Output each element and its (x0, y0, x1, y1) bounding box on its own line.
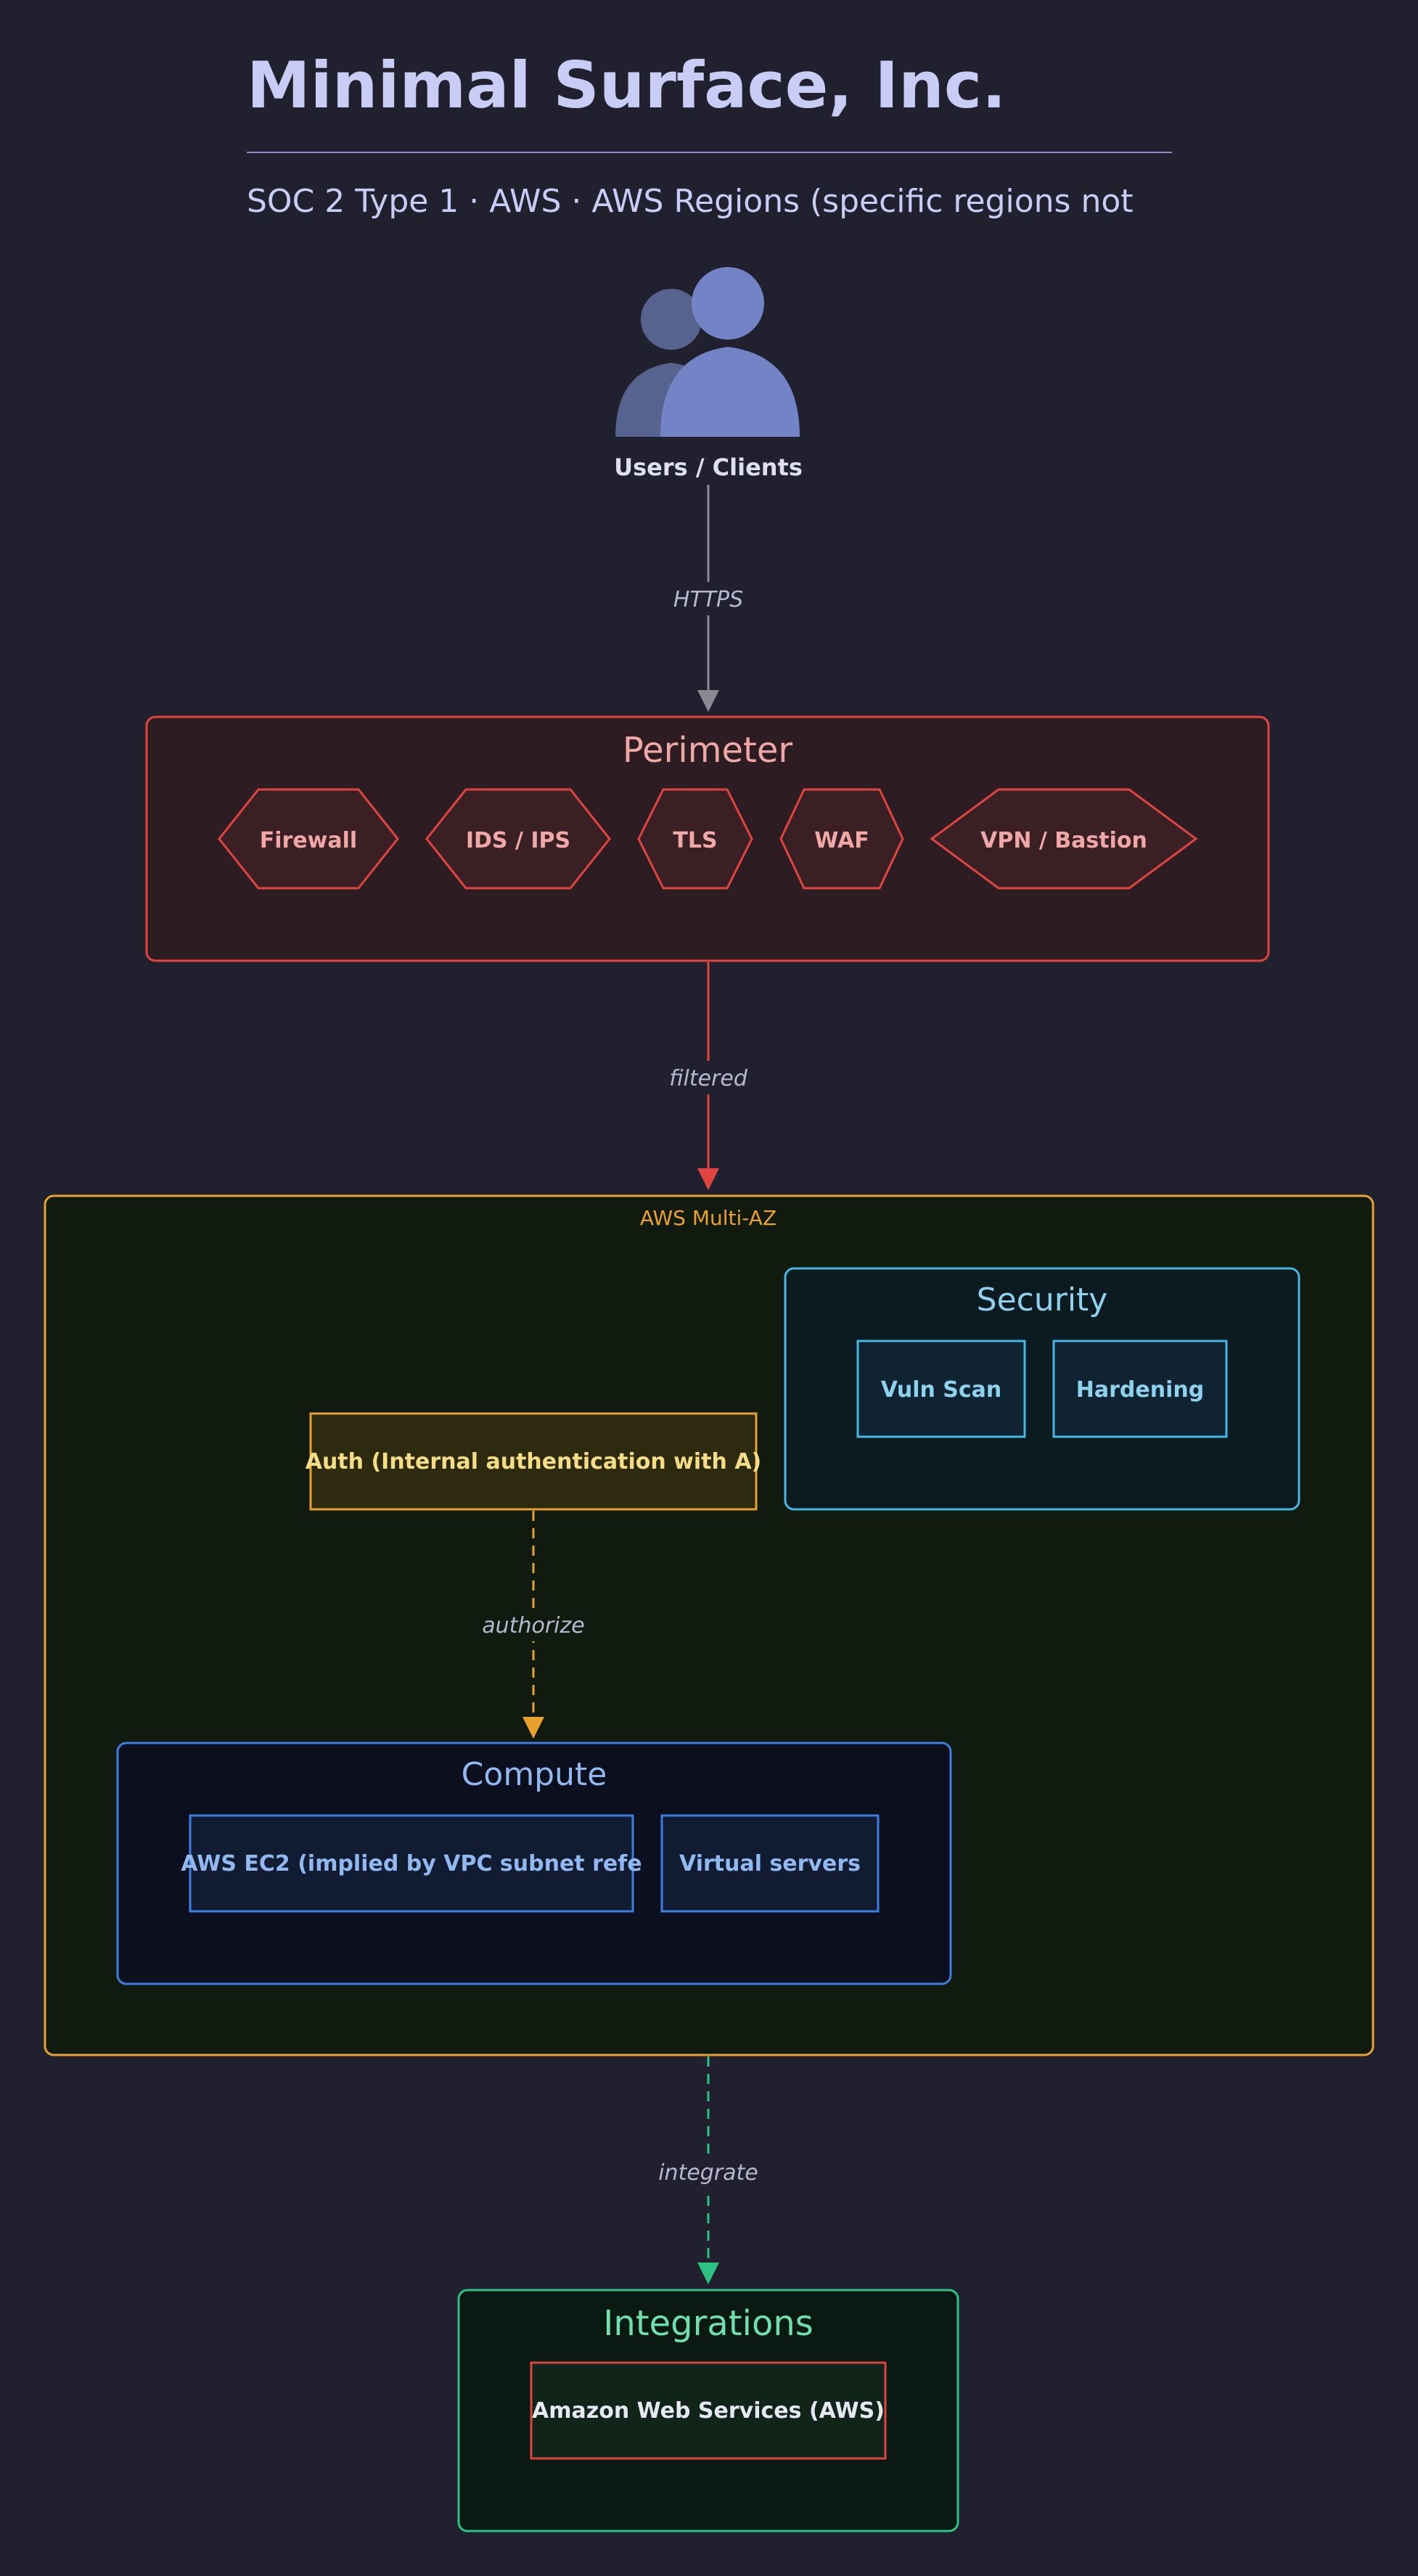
firewall-label: Firewall (260, 828, 357, 853)
https-edge-label: HTTPS (673, 587, 743, 612)
authorize-edge-label: authorize (482, 1613, 584, 1638)
virtual-servers-label: Virtual servers (679, 1851, 861, 1876)
integrate-edge-label: integrate (658, 2160, 758, 2186)
waf-node (779, 788, 904, 890)
hardening-node (1052, 1340, 1228, 1438)
firewall-node (218, 788, 399, 890)
tls-label: TLS (673, 828, 717, 853)
aws-ec2-node (189, 1814, 634, 1913)
integrations-zone: Integrations Amazon Web Services (AWS) (457, 2289, 959, 2532)
vuln-scan-node (856, 1340, 1026, 1438)
aws-multi-az-zone: AWS Multi-AZ Security Vuln Scan Hardenin… (44, 1194, 1374, 2056)
users-label: Users / Clients (614, 454, 803, 481)
vpn-bastion-label: VPN / Bastion (980, 828, 1147, 853)
security-zone: Security Vuln Scan Hardening (784, 1267, 1300, 1511)
compute-title: Compute (462, 1756, 607, 1793)
page-subtitle: SOC 2 Type 1 · AWS · AWS Regions (specif… (247, 183, 1134, 220)
integrations-title: Integrations (603, 2303, 813, 2344)
ids-ips-node (425, 788, 611, 890)
aws-integration-label: Amazon Web Services (AWS) (532, 2398, 885, 2424)
users-icon (615, 267, 800, 437)
waf-label: WAF (814, 828, 869, 853)
page-title: Minimal Surface, Inc. (247, 48, 1006, 123)
vuln-scan-label: Vuln Scan (881, 1377, 1002, 1403)
filtered-edge-label: filtered (669, 1066, 748, 1091)
ids-ips-label: IDS / IPS (466, 828, 570, 853)
aws-zone-label: AWS Multi-AZ (640, 1206, 776, 1230)
auth-node (309, 1412, 758, 1511)
vpn-bastion-node (930, 788, 1198, 890)
perimeter-title: Perimeter (623, 730, 792, 771)
tls-node (637, 788, 753, 890)
perimeter-zone: Perimeter Firewall IDS / IPS TLS WAF VPN… (145, 715, 1270, 962)
security-title: Security (977, 1281, 1108, 1318)
aws-ec2-label: AWS EC2 (implied by VPC subnet refe (181, 1851, 642, 1876)
compute-zone: Compute AWS EC2 (implied by VPC subnet r… (116, 1742, 952, 1985)
aws-integration-node (530, 2361, 887, 2460)
hardening-label: Hardening (1076, 1377, 1204, 1403)
auth-label: Auth (Internal authentication with A) (306, 1449, 762, 1474)
virtual-servers-node (660, 1814, 880, 1913)
